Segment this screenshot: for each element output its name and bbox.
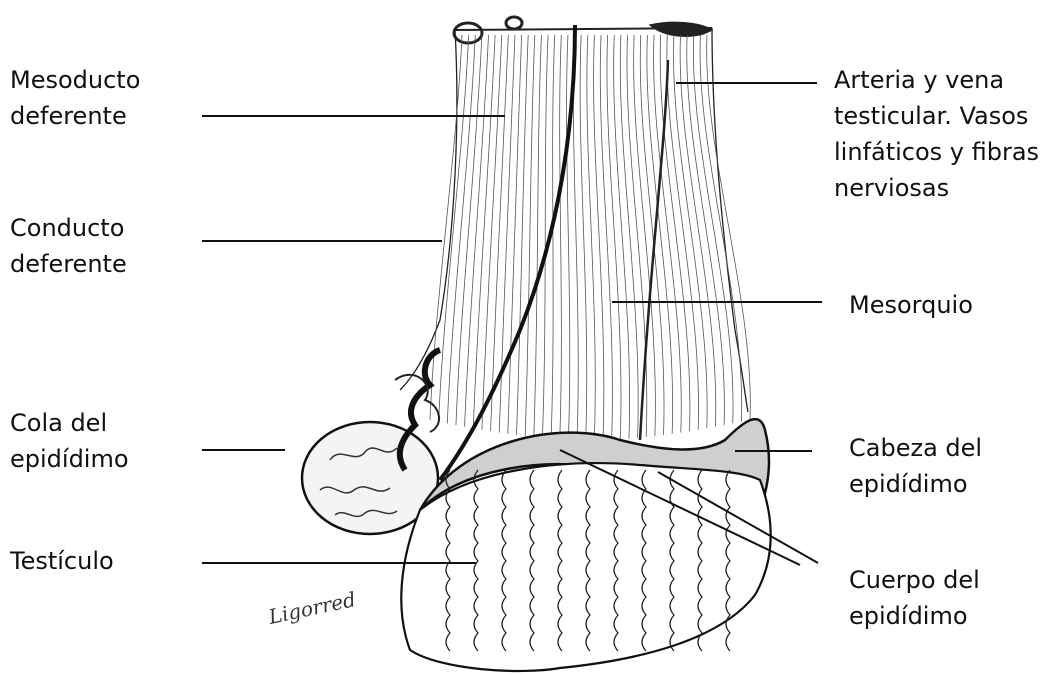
label-line: Cuerpo del	[849, 562, 980, 598]
ductus-deferens	[440, 25, 575, 480]
label-cuerpo-del-epididimo: Cuerpo del epidídimo	[849, 562, 980, 634]
cord-fiber-stroke	[560, 35, 562, 439]
cord-fiber-stroke	[525, 35, 535, 436]
label-line: epidídimo	[10, 441, 129, 477]
label-line: Cola del	[10, 405, 129, 441]
label-line: Conducto	[10, 210, 127, 246]
cord-fiber-stroke	[508, 35, 522, 434]
label-line: epidídimo	[849, 598, 980, 634]
label-line: nerviosas	[834, 170, 1039, 206]
label-line: Testículo	[10, 543, 114, 579]
label-testiculo: Testículo	[10, 543, 114, 579]
label-line: epidídimo	[849, 466, 982, 502]
tail-of-epididymis	[302, 350, 440, 534]
cord-fiber-stroke	[516, 35, 528, 435]
cord-fiber-stroke	[439, 35, 469, 422]
cord-fiber-stroke	[680, 35, 716, 427]
label-conducto-deferente: Conducto deferente	[10, 210, 127, 282]
label-line: deferente	[10, 246, 127, 282]
label-mesorquio: Mesorquio	[849, 287, 973, 323]
cord-fiber-stroke	[580, 35, 587, 440]
label-line: linfáticos y fibras	[834, 134, 1039, 170]
label-line: Mesorquio	[849, 287, 973, 323]
label-cola-del-epididimo: Cola del epidídimo	[10, 405, 129, 477]
label-line: testicular. Vasos	[834, 98, 1039, 134]
cord-fiber-stroke	[491, 35, 509, 431]
label-cabeza-del-epididimo: Cabeza del epidídimo	[849, 430, 982, 502]
label-line: deferente	[10, 98, 140, 134]
label-line: Mesoducto	[10, 62, 140, 98]
cord-fiber-stroke	[600, 35, 612, 440]
label-mesoducto-deferente: Mesoducto deferente	[10, 62, 140, 134]
cord-fiber-stroke	[456, 35, 482, 425]
cord-fiber-stroke	[534, 35, 542, 437]
label-line: Arteria y vena	[834, 62, 1039, 98]
cord-fiber-stroke	[567, 35, 570, 440]
label-line: Cabeza del	[849, 430, 982, 466]
label-arteria-y-vena: Arteria y vena testicular. Vasos linfáti…	[834, 62, 1039, 206]
cord-fiber-stroke	[542, 35, 548, 438]
cord-fibers	[430, 35, 750, 440]
cord-fiber-stroke	[647, 35, 673, 434]
